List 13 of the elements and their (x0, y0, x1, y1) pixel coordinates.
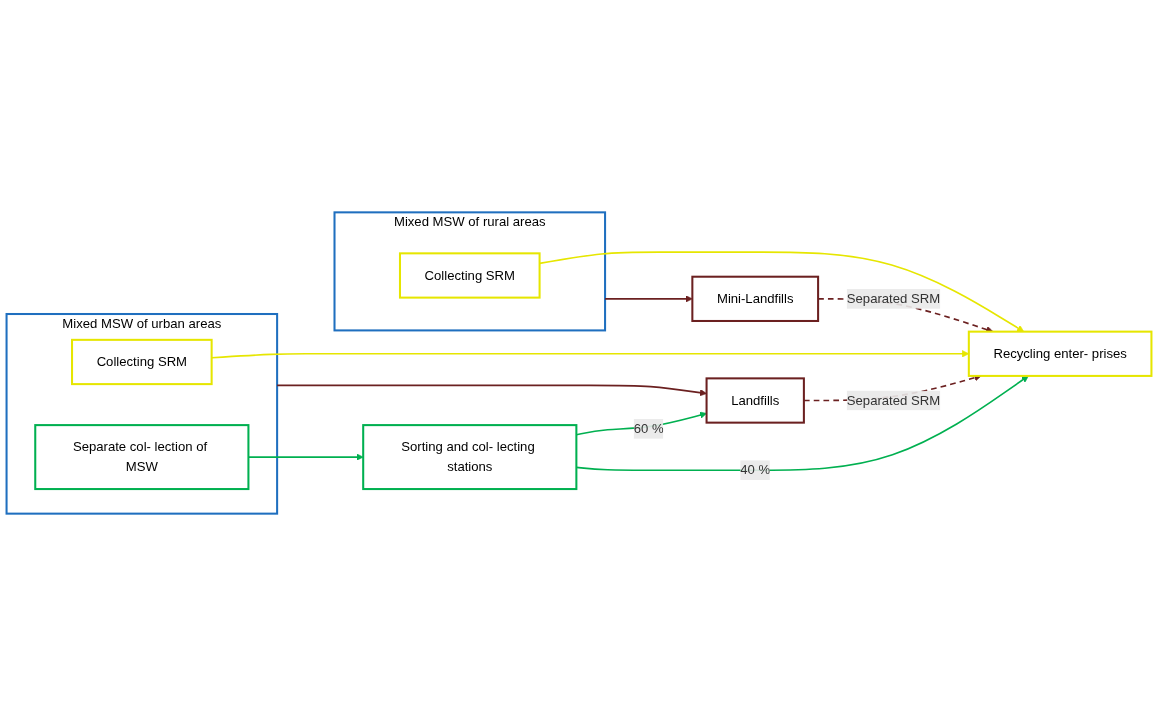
edge-label: Separated SRM (846, 393, 941, 408)
node-box: Separate col- lection of MSW (34, 424, 250, 491)
arrow (604, 295, 693, 303)
node-box: Mini-Landfills (691, 275, 820, 322)
node-box: Sorting and col- lecting stations (362, 424, 578, 491)
edge-label: 40 % (740, 462, 771, 477)
node-box: Landfills (705, 377, 805, 424)
node-box: Collecting SRM (71, 338, 213, 386)
node-box: Recycling enter- prises (967, 330, 1153, 377)
edge-label: 60 % (633, 421, 664, 436)
edge-label: Separated SRM (846, 291, 941, 306)
node-box: Collecting SRM (398, 252, 541, 299)
arrow (276, 384, 707, 397)
